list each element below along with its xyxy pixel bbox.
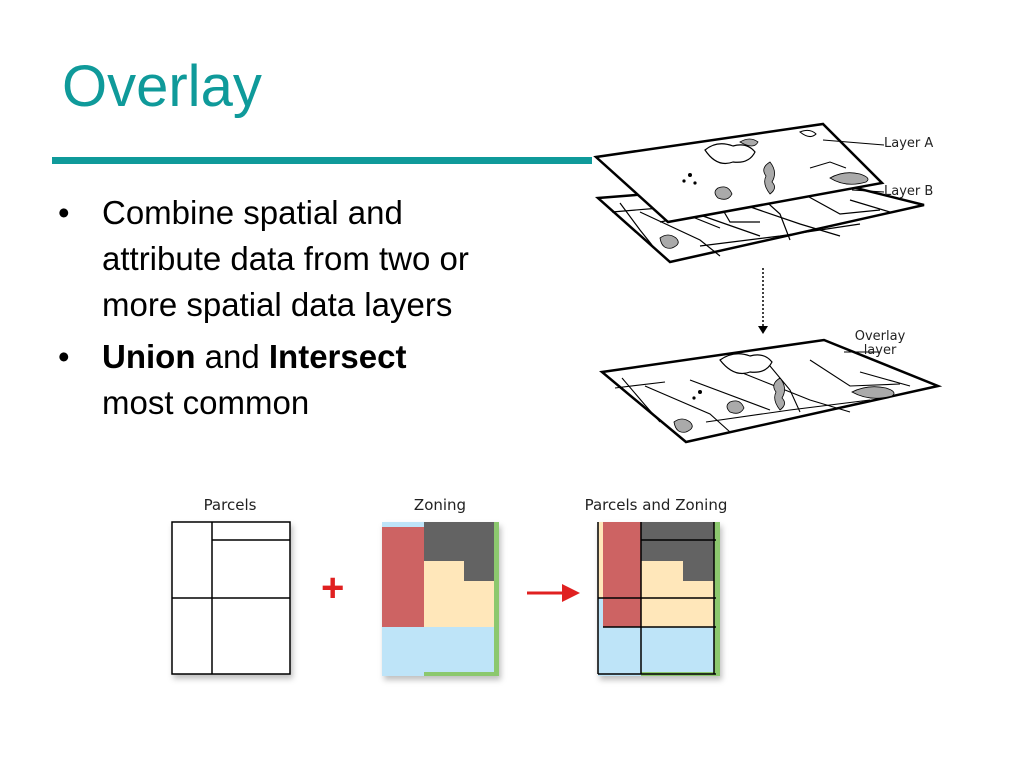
layer-a-plane (593, 122, 885, 224)
parcels-panel (171, 521, 291, 675)
overlay-label-line1: Overlay (854, 329, 906, 344)
layer-b-leader (851, 189, 885, 193)
slide-title: Overlay (62, 54, 262, 119)
overlay-layer-label: Overlay layer (842, 330, 918, 358)
bullet-text: Combine spatial and attribute data from … (102, 194, 469, 323)
layer-a-leader (822, 139, 885, 146)
overlay-label-line2: layer (863, 343, 897, 358)
bullet-list: • Combine spatial and attribute data fro… (58, 190, 478, 432)
parcels-caption: Parcels (203, 496, 257, 514)
zoning-caption: Zoning (413, 496, 467, 514)
bullet-text: most common (102, 384, 310, 421)
bullet-term-intersect: Intersect (268, 338, 407, 375)
bullet-text: and (195, 338, 269, 375)
title-underline (52, 157, 592, 164)
overlay-result-plane (599, 338, 943, 444)
layer-b-label: Layer B (884, 184, 934, 199)
bullet-term-union: Union (102, 338, 196, 375)
parcels-zoning-caption: Parcels and Zoning (584, 496, 728, 514)
zoning-panel (382, 522, 499, 676)
layer-a-label: Layer A (884, 136, 934, 151)
plus-operator: + (321, 566, 345, 610)
down-arrow-head (758, 326, 768, 334)
bullet-dot: • (58, 338, 70, 375)
bullet-item-union-intersect: • Union and Intersect most common (58, 334, 478, 426)
parcels-zoning-panel (597, 522, 720, 676)
arrow-operator (527, 584, 580, 602)
bullet-dot: • (58, 194, 70, 231)
bullet-item-combine: • Combine spatial and attribute data fro… (58, 190, 478, 328)
